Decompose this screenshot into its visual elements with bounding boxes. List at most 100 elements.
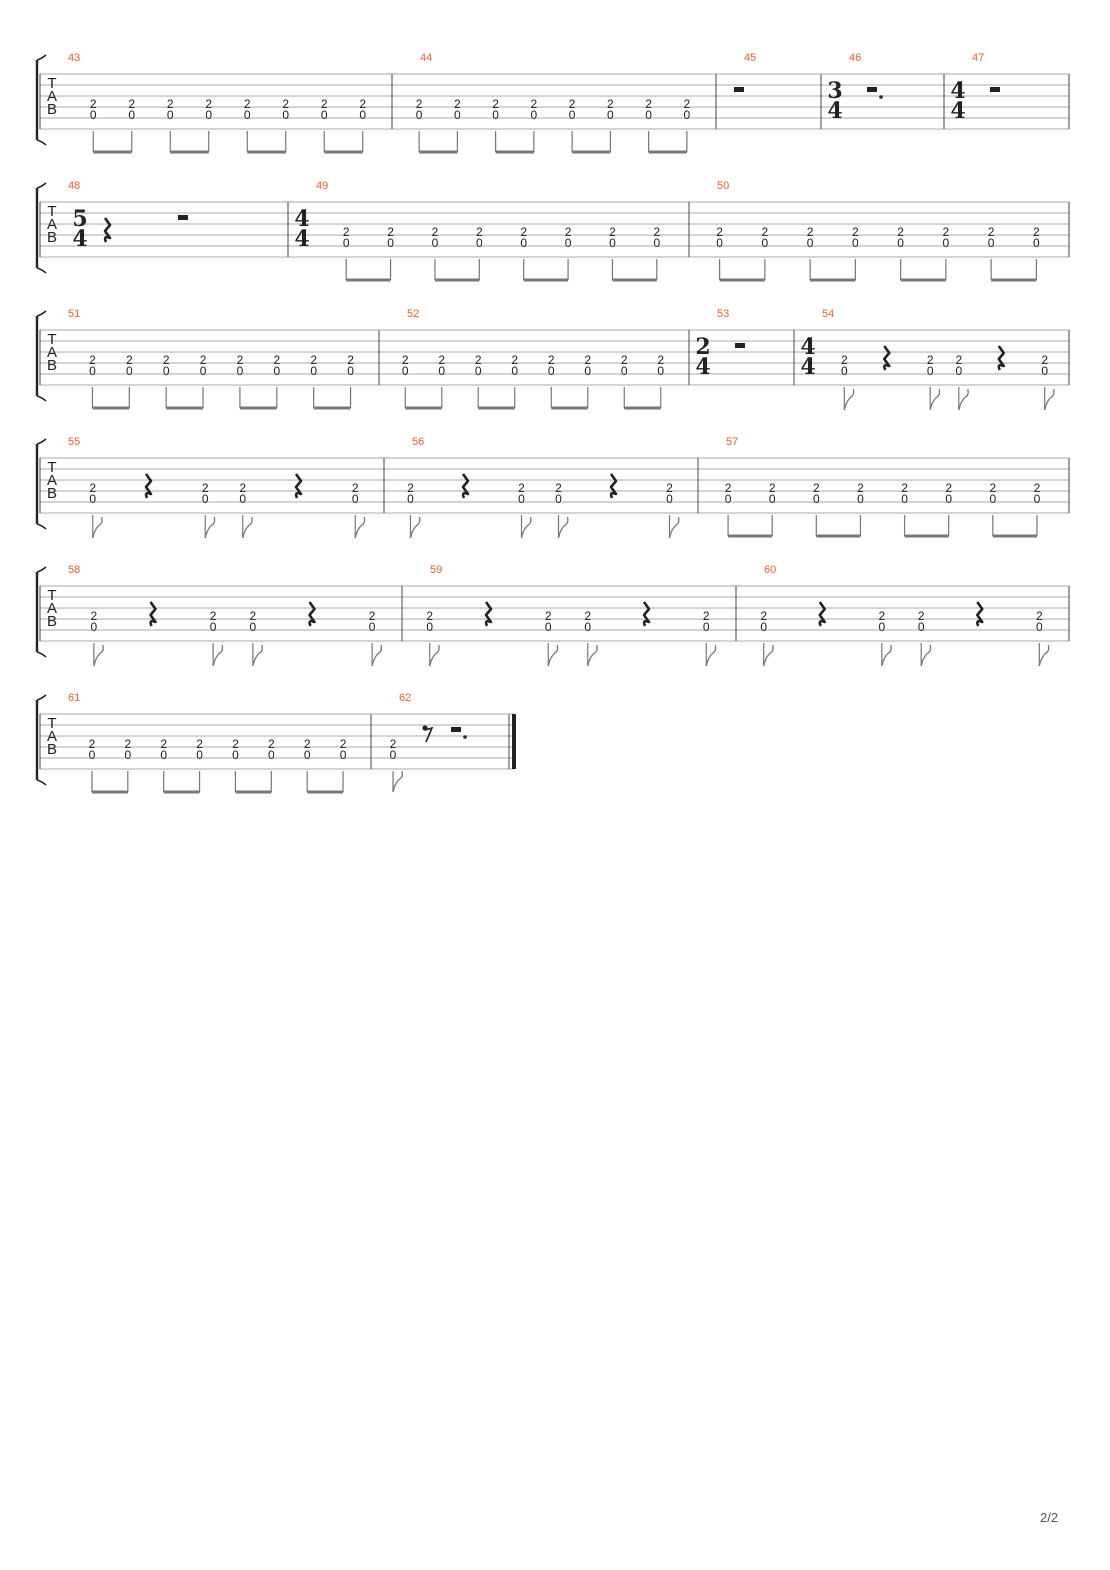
fret-number: 2 [518, 481, 525, 495]
fret-number: 0 [988, 236, 995, 250]
quarter-rest [144, 473, 153, 499]
bracket-top [36, 566, 47, 573]
note-flag [242, 516, 253, 539]
measure-number: 44 [420, 52, 432, 64]
tab-clef-letter: B [47, 101, 57, 118]
time-signature-denominator: 4 [695, 354, 710, 380]
fret-number: 2 [268, 737, 275, 751]
fret-number: 2 [369, 609, 376, 623]
measure-number: 43 [68, 52, 80, 64]
tab-clef-letter: A [47, 728, 57, 745]
note-flag [1038, 644, 1050, 667]
quarter-rest [308, 601, 316, 627]
measure-number: 57 [726, 436, 738, 448]
note-flag [920, 644, 932, 667]
fret-number: 0 [841, 364, 848, 378]
fret-number: 2 [945, 481, 952, 495]
fret-number: 0 [666, 492, 673, 506]
fret-number: 2 [160, 737, 167, 751]
fret-number: 0 [492, 108, 499, 122]
fret-number: 2 [407, 481, 414, 495]
fret-number: 0 [476, 236, 483, 250]
measure-number: 45 [744, 52, 756, 64]
measure-number: 48 [68, 180, 80, 192]
fret-number: 2 [769, 481, 776, 495]
fret-number: 2 [89, 353, 96, 367]
fret-number: 0 [511, 364, 518, 378]
fret-number: 0 [653, 236, 660, 250]
fret-number: 2 [565, 225, 572, 239]
note-flag [409, 516, 421, 539]
time-signature-denominator: 4 [800, 354, 815, 380]
fret-number: 0 [359, 108, 366, 122]
fret-number: 0 [310, 364, 317, 378]
fret-number: 2 [475, 353, 482, 367]
fret-number: 2 [402, 353, 409, 367]
fret-number: 0 [244, 108, 251, 122]
fret-number: 2 [666, 481, 673, 495]
fret-number: 0 [205, 108, 212, 122]
fret-number: 0 [565, 236, 572, 250]
fret-number: 2 [90, 97, 97, 111]
note-flag [547, 644, 559, 667]
time-signature-denominator: 4 [827, 98, 842, 124]
half-rest [867, 87, 877, 92]
note-flag [354, 516, 366, 539]
quarter-rest [642, 601, 651, 627]
fret-number: 2 [163, 353, 170, 367]
fret-number: 2 [857, 481, 864, 495]
eighth-rest [424, 726, 434, 743]
fret-number: 0 [897, 236, 904, 250]
fret-number: 0 [555, 492, 562, 506]
fret-number: 2 [237, 353, 244, 367]
fret-number: 2 [91, 609, 98, 623]
fret-number: 2 [897, 225, 904, 239]
quarter-rest [294, 473, 303, 499]
fret-number: 0 [426, 620, 433, 634]
fret-number: 2 [340, 737, 347, 751]
page-number: 2/2 [1040, 1510, 1059, 1525]
fret-number: 2 [988, 225, 995, 239]
fret-number: 0 [918, 620, 925, 634]
tab-clef-letter: A [47, 344, 57, 361]
fret-number: 2 [492, 97, 499, 111]
fret-number: 0 [402, 364, 409, 378]
fret-number: 0 [167, 108, 174, 122]
tab-clef-letter: B [47, 485, 57, 502]
fret-number: 2 [250, 609, 257, 623]
fret-number: 2 [609, 225, 616, 239]
fret-number: 2 [343, 225, 350, 239]
fret-number: 0 [89, 364, 96, 378]
fret-number: 2 [1034, 481, 1041, 495]
fret-number: 0 [548, 364, 555, 378]
fret-number: 2 [352, 481, 359, 495]
fret-number: 0 [390, 748, 397, 762]
bracket-top [36, 182, 47, 189]
bracket-top [36, 310, 47, 317]
bracket-bottom [36, 267, 47, 274]
time-signature-numerator: 2 [695, 334, 710, 360]
fret-number: 0 [807, 236, 814, 250]
fret-number: 0 [239, 492, 246, 506]
fret-number: 2 [621, 353, 628, 367]
rest-dot [879, 95, 883, 99]
tab-clef-letter: A [47, 216, 57, 233]
fret-number: 0 [89, 748, 96, 762]
fret-number: 2 [511, 353, 518, 367]
measure-number: 55 [68, 436, 80, 448]
fret-number: 2 [232, 737, 239, 751]
fret-number: 0 [989, 492, 996, 506]
fret-number: 2 [432, 225, 439, 239]
fret-number: 0 [531, 108, 538, 122]
bracket-top [36, 694, 47, 701]
fret-number: 0 [89, 492, 96, 506]
fret-number: 2 [607, 97, 614, 111]
fret-number: 2 [244, 97, 251, 111]
tab-clef-letter: B [47, 229, 57, 246]
note-flag [843, 388, 855, 411]
